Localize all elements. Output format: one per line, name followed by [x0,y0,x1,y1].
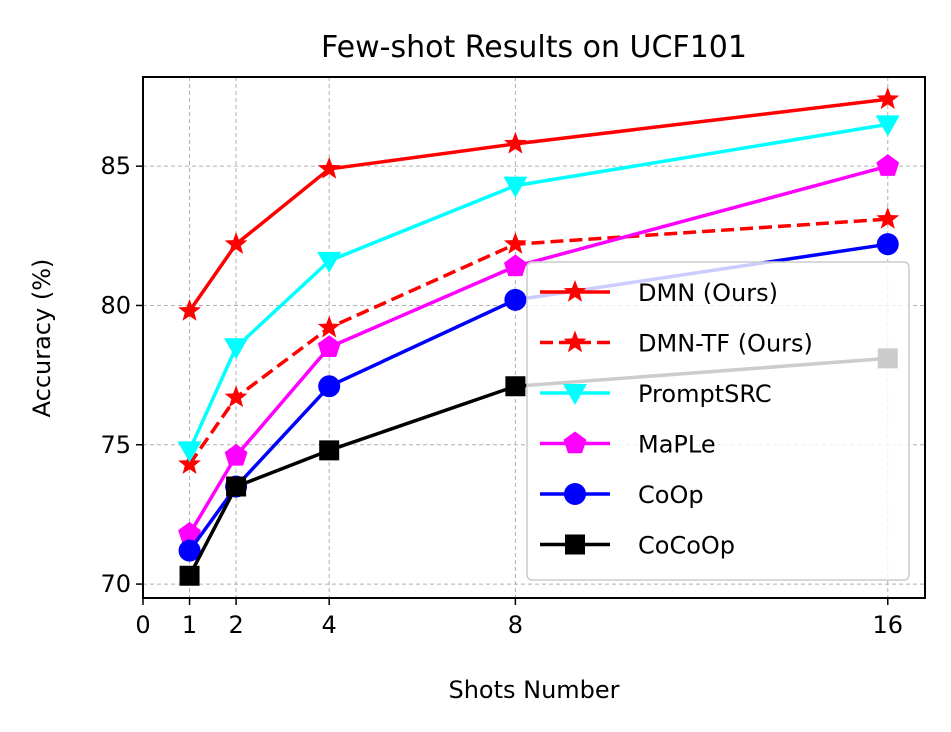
legend: DMN (Ours) DMN-TF (Ours) PromptSRC MaPLeCoO… [526,261,910,581]
legend-marker [563,280,587,302]
y-tick-label: 80 [100,291,131,319]
data-point [224,443,248,466]
x-tick-label: 4 [322,611,337,639]
legend-marker [563,431,587,454]
y-axis-label: Accuracy (%) [28,259,56,418]
data-point [178,299,201,321]
legend-label: CoCoOp [638,532,735,560]
data-point [317,156,341,179]
legend-entry: MaPLe [540,431,716,459]
data-point [224,232,248,254]
data-point [503,131,527,154]
data-point [505,376,526,397]
legend-entry: PromptSRC [540,380,772,408]
y-tick-label: 85 [100,152,131,180]
data-point [876,233,899,256]
legend-marker [563,384,587,405]
legend-label: DMN-TF (Ours) [638,330,813,358]
legend-marker [564,483,586,505]
data-point [178,452,201,474]
data-point [876,154,900,176]
x-tick-label: 8 [508,611,523,639]
data-point [503,176,528,198]
data-point [178,521,201,544]
series-dmn-tf-ours [178,207,900,474]
data-point [179,565,200,586]
data-point [504,288,527,311]
data-point [319,440,340,461]
data-point [226,476,247,497]
data-point [875,115,900,137]
data-point [224,385,248,408]
x-axis-label: Shots Number [448,676,619,704]
data-point [177,441,202,463]
legend-label: MaPLe [638,431,716,459]
data-point [503,254,527,277]
data-point [876,87,900,109]
legend-label: CoOp [638,481,704,509]
data-point [503,232,527,254]
data-point [224,338,249,360]
data-point [317,335,341,357]
legend-entry: CoOp [540,481,704,509]
series-dmn-ours [178,87,900,321]
legend-marker [565,534,585,555]
data-point [318,375,341,398]
x-tick-label: 1 [182,611,197,639]
axis-ticks: 0 1 2 4 8 16 70 75 80 85 [100,152,903,639]
legend-entry: CoCoOp [540,532,735,560]
data-point [317,251,342,273]
x-tick-label: 2 [228,611,243,639]
plot-series [177,87,900,586]
data-point [876,207,900,229]
data-point [317,315,341,338]
legend-label: DMN (Ours) [638,279,778,307]
legend-label: PromptSRC [638,380,772,408]
series-maple [178,154,900,544]
chart-title: Few-shot Results on UCF101 [321,30,747,65]
plot-frame [142,76,926,599]
y-tick-label: 75 [100,431,131,459]
x-tick-label: 16 [872,611,903,639]
legend-entry: DMN-TF (Ours) [540,330,813,358]
data-point [178,539,201,562]
x-tick-label: 0 [135,611,150,639]
legend-marker [563,330,587,353]
legend-box [526,261,910,581]
series-promptsrc [177,115,900,463]
y-tick-label: 70 [100,570,131,598]
legend-entry: DMN (Ours) [540,279,778,307]
